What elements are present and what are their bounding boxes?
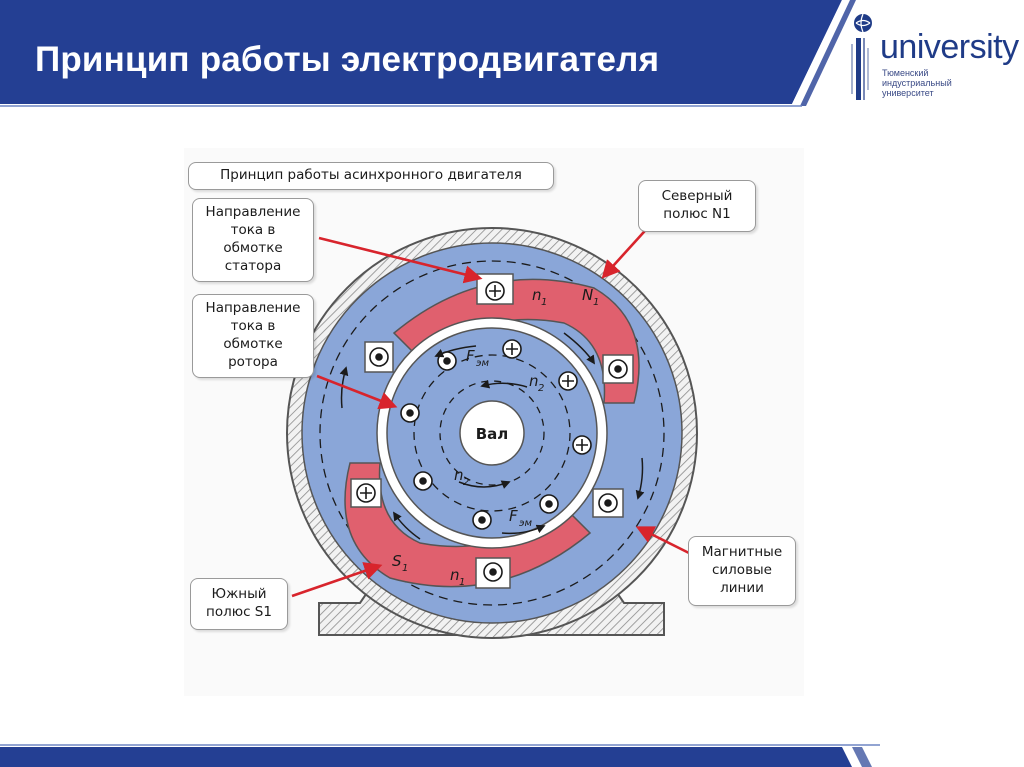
- svg-text:S: S: [392, 552, 402, 570]
- symbols: n 1 N 1 F эм n 2 n 2 F эм S 1 n 1: [392, 286, 599, 588]
- shaft-label: Вал: [476, 425, 509, 443]
- svg-text:n: n: [529, 372, 539, 390]
- rotor-conductors: [400, 339, 592, 530]
- field-line-outer: [319, 260, 665, 606]
- header-band: [0, 0, 856, 107]
- logo-word: university: [880, 28, 1019, 66]
- pointer-arrows: [291, 222, 690, 598]
- field-lines-label: Магнитные силовые линии: [688, 536, 796, 606]
- field-line-rotor: [413, 354, 571, 512]
- svg-text:эм: эм: [519, 518, 532, 529]
- svg-text:1: 1: [459, 577, 465, 588]
- svg-text:1: 1: [541, 297, 547, 308]
- diagram-heading: Принцип работы асинхронного двигателя: [188, 162, 554, 190]
- slide-title: Принцип работы электродвигателя: [35, 40, 660, 79]
- svg-text:эм: эм: [476, 358, 489, 369]
- motor-diagram: Вал: [184, 148, 804, 696]
- stator-conductors: [356, 281, 628, 582]
- logo-dot-column-icon: [851, 38, 869, 100]
- footer-band: [0, 744, 880, 767]
- svg-text:2: 2: [538, 383, 544, 394]
- svg-text:1: 1: [593, 297, 599, 308]
- svg-text:n: n: [450, 566, 460, 584]
- logo-globe-icon: [854, 13, 872, 33]
- svg-text:1: 1: [402, 563, 408, 574]
- motor-drawing: Вал: [184, 148, 804, 696]
- logo-line-2: индустриальный: [882, 78, 952, 88]
- svg-text:F: F: [466, 347, 475, 365]
- svg-text:n: n: [454, 466, 464, 484]
- logo-line-3: университет: [882, 88, 934, 98]
- university-logo: university Тюменский индустриальный унив…: [848, 10, 1019, 102]
- logo-line-1: Тюменский: [882, 68, 929, 78]
- shaft: [459, 400, 525, 466]
- rotor-current-label: Направление тока в обмотке ротора: [192, 294, 314, 378]
- svg-text:N: N: [582, 286, 593, 304]
- stator-current-label: Направление тока в обмотке статора: [192, 198, 314, 282]
- svg-text:n: n: [532, 286, 542, 304]
- field-line-rotor-inner: [439, 380, 545, 486]
- svg-text:F: F: [509, 507, 518, 525]
- north-pole-label: Северный полюс N1: [638, 180, 756, 232]
- south-pole-label: Южный полюс S1: [190, 578, 288, 630]
- rotation-arrows: [339, 332, 645, 540]
- svg-text:2: 2: [463, 477, 469, 488]
